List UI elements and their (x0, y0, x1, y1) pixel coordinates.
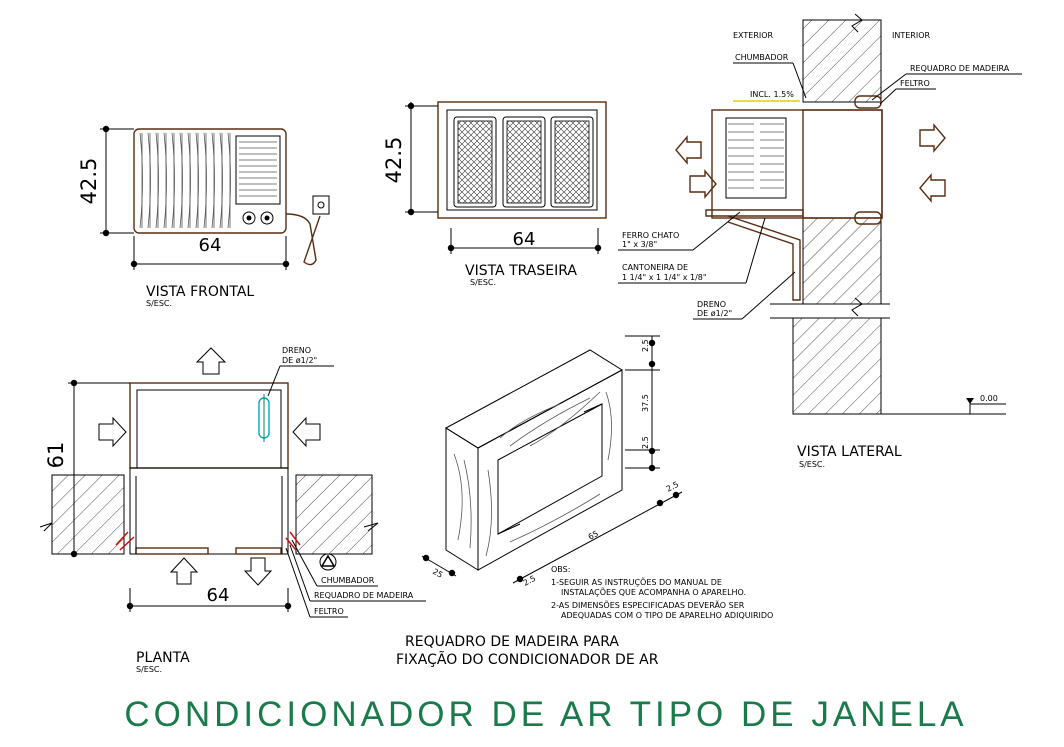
planta-dreno-label: DRENO (282, 346, 311, 355)
requadro-label: REQUADRO DE MADEIRA (910, 64, 1010, 73)
planta-chumbador-label: CHUMBADOR (321, 576, 375, 585)
planta-label: PLANTA (136, 650, 190, 666)
dim-top: 2.5 (641, 339, 650, 352)
exterior-label: EXTERIOR (733, 31, 774, 40)
vista-traseira-label: VISTA TRASEIRA (465, 263, 577, 279)
planta-feltro-label: FELTRO (314, 607, 344, 616)
vista-frontal: 42.5 64 VISTA FRONTAL S/ESC. (77, 125, 330, 308)
arrow-left-icon (292, 416, 321, 448)
frame-top-face (445, 349, 623, 449)
feltro-label: FELTRO (900, 79, 930, 88)
dim-side-left: 2.5 (522, 574, 537, 588)
ac-front-body (133, 128, 287, 234)
back-grille-1 (457, 120, 493, 204)
wall-section-top (802, 19, 882, 103)
dim-bot: 2.5 (641, 436, 650, 449)
arrow-left-icon (675, 135, 702, 165)
planta-requadro-label: REQUADRO DE MADEIRA (314, 591, 414, 600)
drawing-title: CONDICIONADOR DE AR TIPO DE JANELA (124, 695, 967, 734)
planta: DRENO DE ø1/2" 61 64 CHUMBADOR REQUADRO … (39, 346, 426, 674)
arrow-up-icon (195, 347, 227, 375)
dreno-size: DE ø1/2" (697, 309, 732, 318)
front-height-dim: 42.5 (77, 158, 101, 205)
dim-depth-right: 2.5 (665, 480, 680, 494)
back-grille-2 (506, 120, 542, 204)
arrow-right-icon (689, 169, 717, 199)
control-knob-2 (260, 211, 274, 225)
arrow-up-icon (169, 557, 199, 585)
interior-label: INTERIOR (892, 31, 931, 40)
dim-mid: 37.5 (641, 394, 650, 412)
warning-triangle-icon (320, 554, 336, 567)
bracket (705, 209, 804, 217)
wall-right (295, 474, 373, 555)
requadro-title-1: REQUADRO DE MADEIRA PARA (405, 634, 619, 650)
obs-1a: 1-SEGUIR AS INSTRUÇÕES DO MANUAL DE (551, 576, 722, 587)
obs-title: OBS: (551, 565, 570, 574)
back-height-dim: 42.5 (382, 137, 406, 184)
frame-opening (497, 403, 603, 535)
ferro-chato-size: 1" x 3/8" (622, 240, 657, 249)
dim-depth-left: 25 (431, 567, 444, 580)
obs-1b: INSTALAÇÕES QUE ACOMPANHA O APARELHO. (561, 586, 746, 597)
planta-scale: S/ESC. (136, 665, 162, 674)
wall-section-mid (802, 217, 882, 305)
cantoneira-size: 1 1/4" x 1 1/4" x 1/8" (622, 273, 707, 282)
frame-front-face (477, 369, 623, 571)
feltro-bottom (854, 211, 882, 225)
vista-traseira-scale: S/ESC. (470, 278, 496, 287)
vista-traseira: 42.5 64 VISTA TRASEIRA S/ESC. (382, 101, 607, 287)
vista-frontal-label: VISTA FRONTAL (146, 284, 254, 300)
wall-outlet-icon (312, 195, 330, 215)
obs-2b: ADEQUADAS COM O TIPO DE APARELHO ADIQUIR… (561, 611, 773, 620)
ac-plan-body (129, 467, 289, 555)
ferro-chato-label: FERRO CHATO (622, 231, 679, 240)
vista-lateral-label: VISTA LATERAL (797, 444, 902, 460)
vista-lateral-scale: S/ESC. (799, 460, 825, 469)
side-drain-pipe (727, 215, 801, 301)
back-grille-3 (554, 120, 590, 204)
dim-width: 65 (587, 529, 600, 542)
planta-height-dim: 61 (44, 442, 68, 469)
dreno-label: DRENO (697, 300, 726, 309)
arrow-down-icon (243, 557, 273, 586)
vista-frontal-scale: S/ESC. (146, 299, 172, 308)
ac-back-frame (437, 101, 607, 219)
obs-2a: 2-AS DIMENSÕES ESPECIFICADAS DEVERÃO SER (551, 599, 745, 610)
arrow-right-icon (98, 416, 127, 448)
wall-section-bottom (792, 317, 882, 415)
front-width-dim: 64 (199, 235, 222, 256)
chumbador-label: CHUMBADOR (735, 53, 789, 62)
planta-dreno-size: DE ø1/2" (282, 356, 317, 365)
incl-label: INCL. 1.5% (750, 90, 794, 99)
front-grille (139, 132, 231, 229)
wall-left (51, 474, 125, 555)
requadro-title-2: FIXAÇÃO DO CONDICIONADOR DE AR (396, 651, 659, 668)
arrow-left-icon (919, 173, 946, 203)
vista-lateral: INCL. 1.5% EXTERIOR INTERIOR CHUMBADOR R… (618, 13, 1022, 469)
level-label: 0.00 (980, 394, 998, 403)
arrow-right-icon (919, 123, 946, 153)
planta-width-dim: 64 (207, 585, 230, 606)
power-cord (285, 213, 321, 266)
requadro-madeira: 2.5 37.5 2.5 65 2.5 25 2.5 OBS: 1-SEGUIR… (396, 335, 773, 668)
feltro-top (854, 95, 882, 109)
back-width-dim: 64 (513, 229, 536, 250)
front-vent-panel (235, 135, 281, 205)
cantoneira-label: CANTONEIRA DE (622, 263, 688, 272)
control-knob-1 (242, 211, 256, 225)
